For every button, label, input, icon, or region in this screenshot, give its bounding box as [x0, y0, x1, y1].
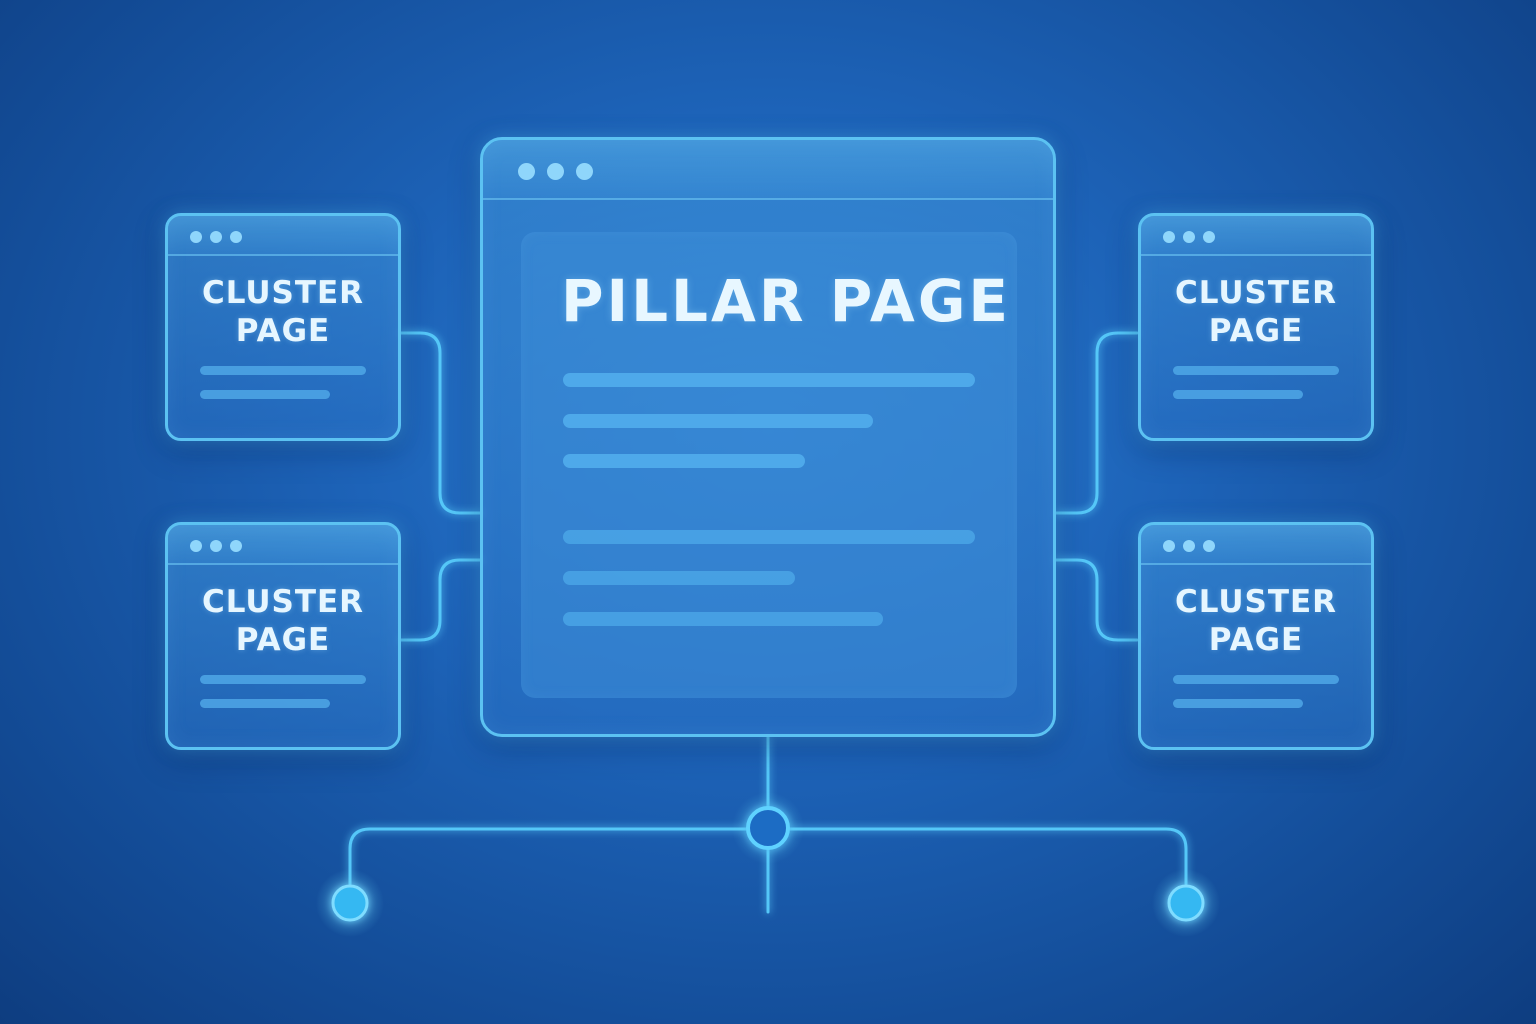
pillar-page-window: PILLAR PAGE — [480, 137, 1056, 737]
text-line-placeholder — [1173, 366, 1339, 375]
text-line-placeholder — [200, 699, 330, 708]
connector-branch-left — [348, 827, 749, 886]
connector-top-left — [399, 331, 483, 515]
cluster-label: CLUSTER PAGE — [201, 275, 365, 349]
text-line-placeholder — [200, 675, 366, 684]
cluster-label: CLUSTER PAGE — [1174, 275, 1338, 349]
connector-bottom-left — [399, 558, 483, 642]
text-line-placeholder — [1173, 675, 1339, 684]
window-dot-icon — [1163, 231, 1175, 243]
text-line-placeholder — [563, 454, 805, 468]
text-line-placeholder — [563, 530, 975, 544]
cluster-titlebar — [168, 525, 398, 565]
pillar-title: PILLAR PAGE — [561, 267, 1012, 335]
window-dot-icon — [1203, 540, 1215, 552]
text-line-placeholder — [563, 612, 883, 626]
cluster-titlebar — [1141, 216, 1371, 256]
cluster-page-top-left: CLUSTER PAGE — [165, 213, 401, 441]
window-dot-icon — [1163, 540, 1175, 552]
connector-bottom-right — [1054, 558, 1139, 642]
window-dot-icon — [190, 231, 202, 243]
connector-top-right — [1054, 331, 1139, 515]
hub-node-icon — [746, 806, 790, 850]
text-line-placeholder — [563, 571, 795, 585]
text-line-placeholder — [200, 390, 330, 399]
text-line-placeholder — [1173, 699, 1303, 708]
text-line-placeholder — [563, 414, 873, 428]
cluster-page-bottom-left: CLUSTER PAGE — [165, 522, 401, 750]
pillar-titlebar — [483, 140, 1053, 200]
window-dot-icon — [1183, 231, 1195, 243]
window-dot-icon — [210, 231, 222, 243]
window-dot-icon — [230, 540, 242, 552]
cluster-page-top-right: CLUSTER PAGE — [1138, 213, 1374, 441]
left-end-node-icon — [331, 884, 369, 922]
window-dot-icon — [1183, 540, 1195, 552]
window-dot-icon — [190, 540, 202, 552]
window-dot-icon — [1203, 231, 1215, 243]
window-dot-icon — [210, 540, 222, 552]
window-dot-icon — [518, 163, 535, 180]
cluster-titlebar — [168, 216, 398, 256]
cluster-label: CLUSTER PAGE — [1174, 584, 1338, 658]
cluster-titlebar — [1141, 525, 1371, 565]
pillar-content-panel: PILLAR PAGE — [521, 232, 1017, 698]
text-line-placeholder — [200, 366, 366, 375]
window-dot-icon — [230, 231, 242, 243]
window-dot-icon — [547, 163, 564, 180]
cluster-label: CLUSTER PAGE — [201, 584, 365, 658]
window-dot-icon — [576, 163, 593, 180]
text-line-placeholder — [1173, 390, 1303, 399]
text-line-placeholder — [563, 373, 975, 387]
right-end-node-icon — [1167, 884, 1205, 922]
connector-branch-right — [787, 827, 1188, 886]
cluster-page-bottom-right: CLUSTER PAGE — [1138, 522, 1374, 750]
